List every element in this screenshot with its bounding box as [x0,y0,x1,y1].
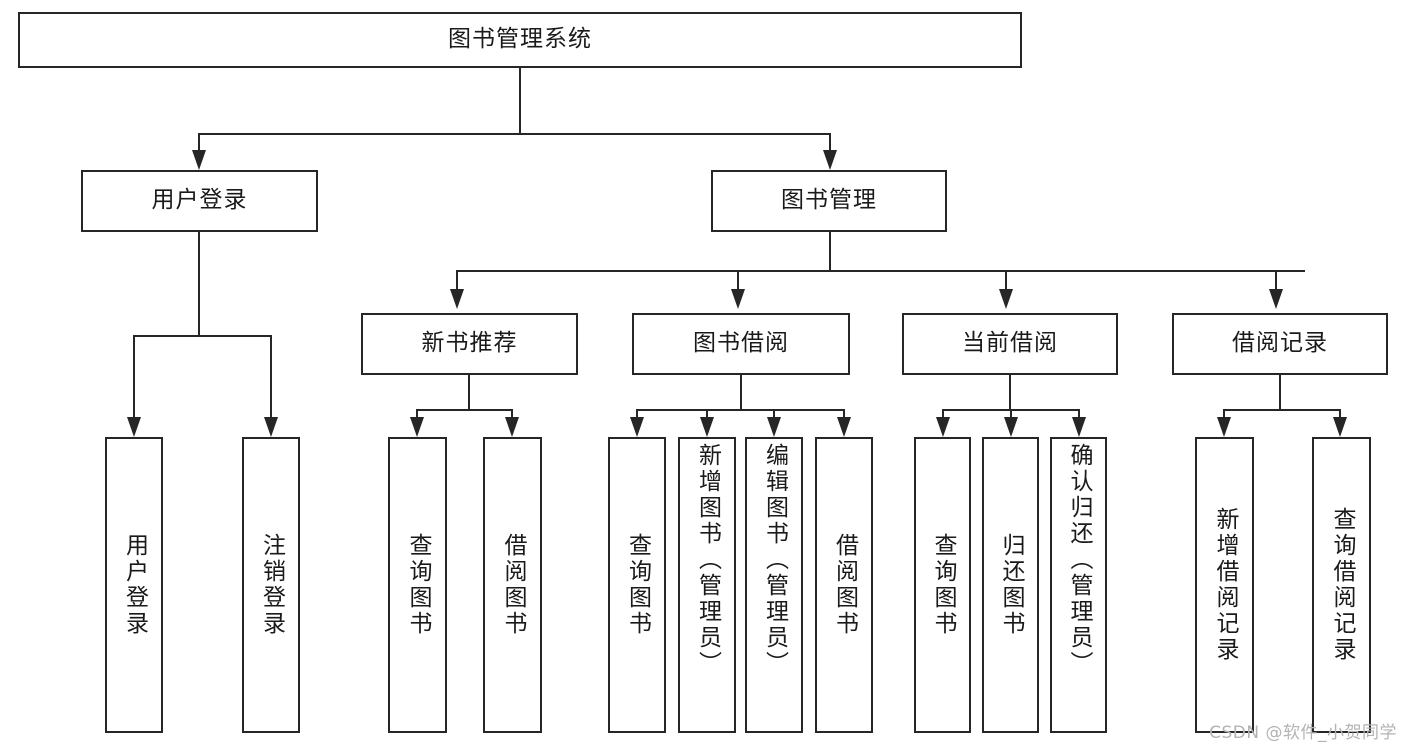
arrow-current-borrow-leaf1 [936,417,950,437]
leaf-user-login-login[interactable]: 用户登录 [105,437,163,733]
node-label: 查询图书 [930,533,957,637]
edge-book-borrow-stem [740,375,742,411]
arrow-book-borrow-leaf3 [767,417,781,437]
arrow-new-book-recommend-leaf1 [410,417,424,437]
node-label: 借阅图书 [831,533,858,637]
node-label: 用户登录 [151,187,248,214]
edge-current-borrow-leaf2 [1010,409,1012,421]
edge-user-login-leaf2 [270,335,272,420]
edge-to-book-management [829,133,831,153]
edge-book-management-stem [829,232,831,272]
arrow-book-borrow-leaf1 [630,417,644,437]
arrow-user-login-leaf1 [127,417,141,437]
edge-new-book-recommend-bus [416,409,513,411]
edge-user-login-bus [133,335,272,337]
leaf-current-borrow-confirm-return-admin[interactable]: 确认归还（管理员） [1050,437,1107,733]
arrow-book-borrow-leaf2 [700,417,714,437]
node-label: 新书推荐 [421,330,518,357]
node-borrow-record[interactable]: 借阅记录 [1172,313,1388,375]
arrow-book-borrow-leaf4 [837,417,851,437]
node-book-borrow[interactable]: 图书借阅 [632,313,850,375]
node-label: 当前借阅 [962,330,1058,357]
edge-borrow-record-bus [1223,409,1341,411]
leaf-current-borrow-query-book[interactable]: 查询图书 [914,437,971,733]
arrow-borrow-record-leaf2 [1333,417,1347,437]
edge-borrow-record-leaf1 [1223,409,1225,421]
edge-book-borrow-leaf4 [843,409,845,421]
edge-to-new-book-recommend [456,270,458,292]
edge-new-book-recommend-leaf1 [416,409,418,421]
arrow-to-new-book-recommend [450,289,464,309]
node-user-login[interactable]: 用户登录 [81,170,318,232]
node-label: 新增图书（管理员） [694,443,721,677]
leaf-book-borrow-add-book-admin[interactable]: 新增图书（管理员） [678,437,736,733]
node-book-management[interactable]: 图书管理 [711,170,947,232]
node-label: 图书管理系统 [448,26,592,53]
leaf-book-borrow-borrow-book[interactable]: 借阅图书 [815,437,873,733]
edge-book-borrow-leaf2 [706,409,708,421]
edge-to-borrow-record [1275,270,1277,292]
edge-user-login-stem [198,232,200,336]
edge-to-current-borrow [1005,270,1007,292]
node-new-book-recommend[interactable]: 新书推荐 [361,313,578,375]
edge-current-borrow-stem [1009,375,1011,411]
arrow-borrow-record-leaf1 [1217,417,1231,437]
node-current-borrow[interactable]: 当前借阅 [902,313,1118,375]
edge-new-book-recommend-leaf2 [511,409,513,421]
arrow-to-current-borrow [999,289,1013,309]
edge-level3-bus [456,270,1305,272]
node-label: 确认归还（管理员） [1066,443,1093,677]
edge-borrow-record-stem [1279,375,1281,411]
arrow-to-book-borrow [731,289,745,309]
edge-level2-bus [199,133,831,135]
leaf-book-borrow-edit-book-admin[interactable]: 编辑图书（管理员） [745,437,803,733]
leaf-new-book-query-book[interactable]: 查询图书 [388,437,447,733]
node-label: 注销登录 [258,533,285,637]
edge-new-book-recommend-stem [468,375,470,411]
arrow-new-book-recommend-leaf2 [505,417,519,437]
arrow-user-login-leaf2 [264,417,278,437]
arrow-to-book-management [823,150,837,170]
node-label: 图书管理 [781,187,877,214]
edge-current-borrow-leaf3 [1078,409,1080,421]
node-label: 编辑图书（管理员） [761,443,788,677]
edge-book-borrow-leaf1 [636,409,638,421]
node-label: 新增借阅记录 [1212,507,1239,663]
node-label: 查询图书 [405,533,432,637]
node-label: 借阅记录 [1232,330,1328,357]
edge-root-stem [519,68,521,134]
leaf-user-login-logout[interactable]: 注销登录 [242,437,300,733]
node-label: 图书借阅 [693,330,789,357]
leaf-borrow-record-add-record[interactable]: 新增借阅记录 [1195,437,1254,733]
leaf-new-book-borrow-book[interactable]: 借阅图书 [483,437,542,733]
edge-to-user-login [198,133,200,153]
leaf-book-borrow-query-book[interactable]: 查询图书 [608,437,666,733]
arrow-to-borrow-record [1269,289,1283,309]
edge-current-borrow-leaf1 [942,409,944,421]
leaf-current-borrow-return-book[interactable]: 归还图书 [982,437,1039,733]
edge-book-borrow-bus [636,409,844,411]
edge-to-book-borrow [737,270,739,292]
node-label: 查询图书 [624,533,651,637]
edge-book-borrow-leaf3 [773,409,775,421]
node-label: 用户登录 [121,533,148,637]
arrow-current-borrow-leaf3 [1072,417,1086,437]
node-label: 借阅图书 [500,533,527,637]
leaf-borrow-record-query-record[interactable]: 查询借阅记录 [1312,437,1371,733]
edge-user-login-leaf1 [133,335,135,420]
arrow-to-user-login [192,150,206,170]
node-label: 归还图书 [998,533,1025,637]
edge-borrow-record-leaf2 [1339,409,1341,421]
node-label: 查询借阅记录 [1329,507,1356,663]
arrow-current-borrow-leaf2 [1004,417,1018,437]
node-root-book-management-system[interactable]: 图书管理系统 [18,12,1022,68]
